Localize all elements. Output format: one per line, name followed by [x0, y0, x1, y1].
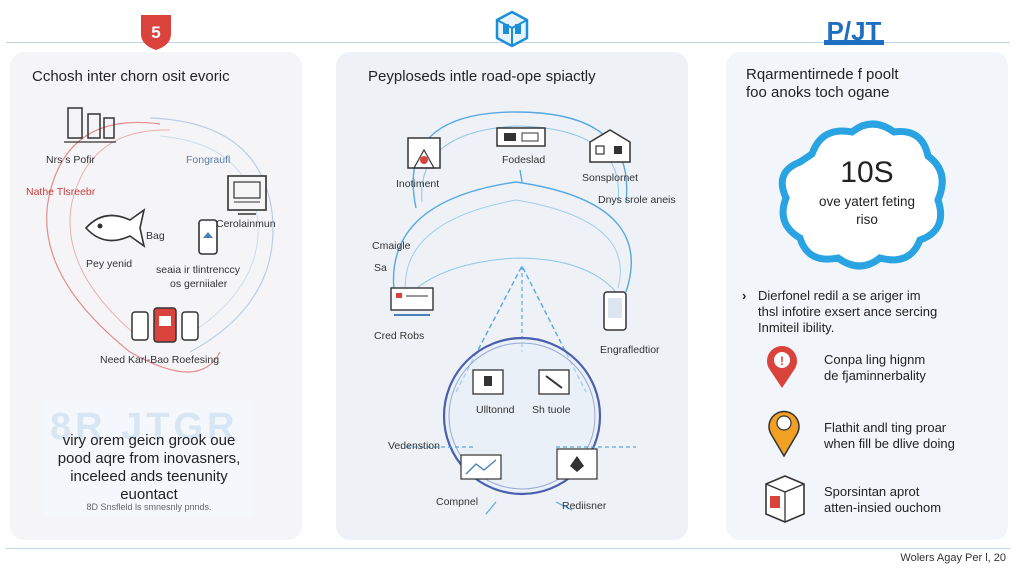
stat-value: 10S — [840, 156, 894, 189]
label-bag: Bag — [146, 230, 165, 242]
item-3: Sporsintan aprot atten-insied ouchom — [824, 484, 941, 516]
printer-icon — [494, 124, 548, 159]
tablet-icon — [598, 290, 630, 339]
orange-pin-icon — [766, 406, 802, 463]
panel-center: Peyploseds intle road-ope spiactly Inoti… — [336, 52, 688, 540]
watermark-text: 8R JTGR — [50, 406, 239, 448]
bullet-text: Dierfonel redil a se ariger im thsl info… — [758, 288, 937, 336]
label-compne: Compnel — [436, 496, 479, 508]
cube-icon — [494, 10, 530, 48]
label-top-mid: Fodeslad — [502, 154, 546, 166]
label-circle-tr: Sh tuole — [532, 404, 571, 416]
label-vedenstion: Vedenstion — [388, 440, 440, 452]
stat-caption-2: riso — [856, 212, 878, 227]
bullet-line-2: thsl infotire exsert ance sercing — [758, 304, 938, 319]
monitor-icon — [224, 174, 270, 223]
panel-center-title: Peyploseds intle road-ope spiactly — [368, 68, 596, 85]
label-small-center-2: os gerniialer — [170, 278, 228, 290]
footer-divider — [6, 548, 1010, 549]
bullet-line-1: Dierfonel redil a se ariger im — [758, 288, 921, 303]
brand-logo: P/JT — [822, 14, 888, 48]
label-bottom-left: Pey yenid — [86, 258, 133, 270]
router-box-icon — [536, 364, 572, 403]
watermark-block: 8R JTGR — [44, 400, 254, 516]
note-line-1: viry orem geicn grook oue — [62, 432, 236, 449]
shield-badge-text: 5 — [151, 23, 160, 42]
package-icon — [760, 472, 810, 529]
svg-text:!: ! — [780, 354, 784, 368]
note-small-text: 8D Snsfleld ls smnesnly pnnds. — [86, 502, 212, 512]
screen-icon-right — [554, 446, 600, 491]
red-pin-icon: ! — [764, 344, 800, 395]
battery-devices-icon — [128, 306, 204, 351]
label-top: Nrs s Pofir — [46, 154, 96, 166]
item-2: Flathit andl ting proar when fill be dli… — [824, 420, 955, 452]
screen-icon-left — [458, 452, 504, 489]
panel-left-note: viry orem geicn grook oue pood aqre from… — [44, 432, 254, 504]
item-3-line-1: Sporsintan aprot — [824, 484, 920, 499]
bullet-line-3: Inmiteil ibility. — [758, 320, 835, 335]
brand-logo-text: P/JT — [827, 16, 882, 46]
label-right-bottom: Engrafledtior — [600, 344, 660, 356]
chevron-right-icon: › — [742, 288, 747, 303]
item-1-line-1: Conpa ling hignm — [824, 352, 926, 367]
label-top-right: Sonsplornet — [582, 172, 639, 184]
building-icon — [586, 126, 634, 171]
item-1: Conpa ling hignm de fjaminnerbality — [824, 352, 926, 384]
label-left-small: Sa — [374, 262, 387, 274]
label-right-device: Cerolainmun — [216, 218, 276, 230]
cloud-stat-shape — [772, 114, 952, 279]
label-top-right-2: Dnys srole aneis — [598, 194, 676, 206]
item-1-line-2: de fjaminnerbality — [824, 368, 926, 383]
note-line-2: pood aqre from inovasners, — [57, 450, 241, 467]
label-circle-tl: Ulltonnd — [476, 404, 515, 416]
panel-right: Rqarmentirnede f poolt foo anoks toch og… — [726, 52, 1008, 540]
stat-caption-1: ove yatert feting — [818, 194, 916, 209]
phone-icon — [196, 218, 220, 263]
fireplace-icon — [404, 134, 444, 179]
shield-badge-icon: 5 — [136, 12, 176, 52]
server-icon — [60, 102, 120, 157]
panel-left-title: Cchosh inter chorn osit evoric — [32, 68, 230, 85]
footer-text: Wolers Agay Per l, 20 — [900, 552, 1006, 564]
label-left-bottom: Cred Robs — [374, 330, 425, 342]
label-left-mid: Cmaigle — [372, 240, 411, 252]
panel-right-title-line-1: Rqarmentirnede f poolt — [746, 66, 899, 83]
label-small-center: seaia ir tlintrenccy — [156, 264, 241, 276]
label-top-left: Inotiment — [396, 178, 440, 190]
label-red-left: Nathe Tlsreebr — [26, 186, 96, 198]
label-mid-right: Fongraufl — [186, 154, 231, 166]
fish-icon — [80, 202, 150, 257]
label-rediisner: Rediisner — [562, 500, 607, 512]
item-2-line-2: when fill be dlive doing — [824, 436, 955, 451]
label-bottom: Need Karl-Bao Roefesing — [100, 354, 220, 366]
item-3-line-2: atten-insied ouchom — [824, 500, 942, 515]
panel-left: Cchosh inter chorn osit evoric Nrs s Pof… — [10, 52, 302, 540]
card-reader-icon — [388, 284, 436, 325]
note-line-3: inceleed ands teenunity — [70, 468, 228, 485]
camera-box-icon — [470, 364, 506, 403]
item-2-line-1: Flathit andl ting proar — [824, 420, 947, 435]
panel-right-title-line-2: foo anoks toch ogane — [746, 84, 890, 101]
note-line-4: euontact — [120, 486, 178, 503]
